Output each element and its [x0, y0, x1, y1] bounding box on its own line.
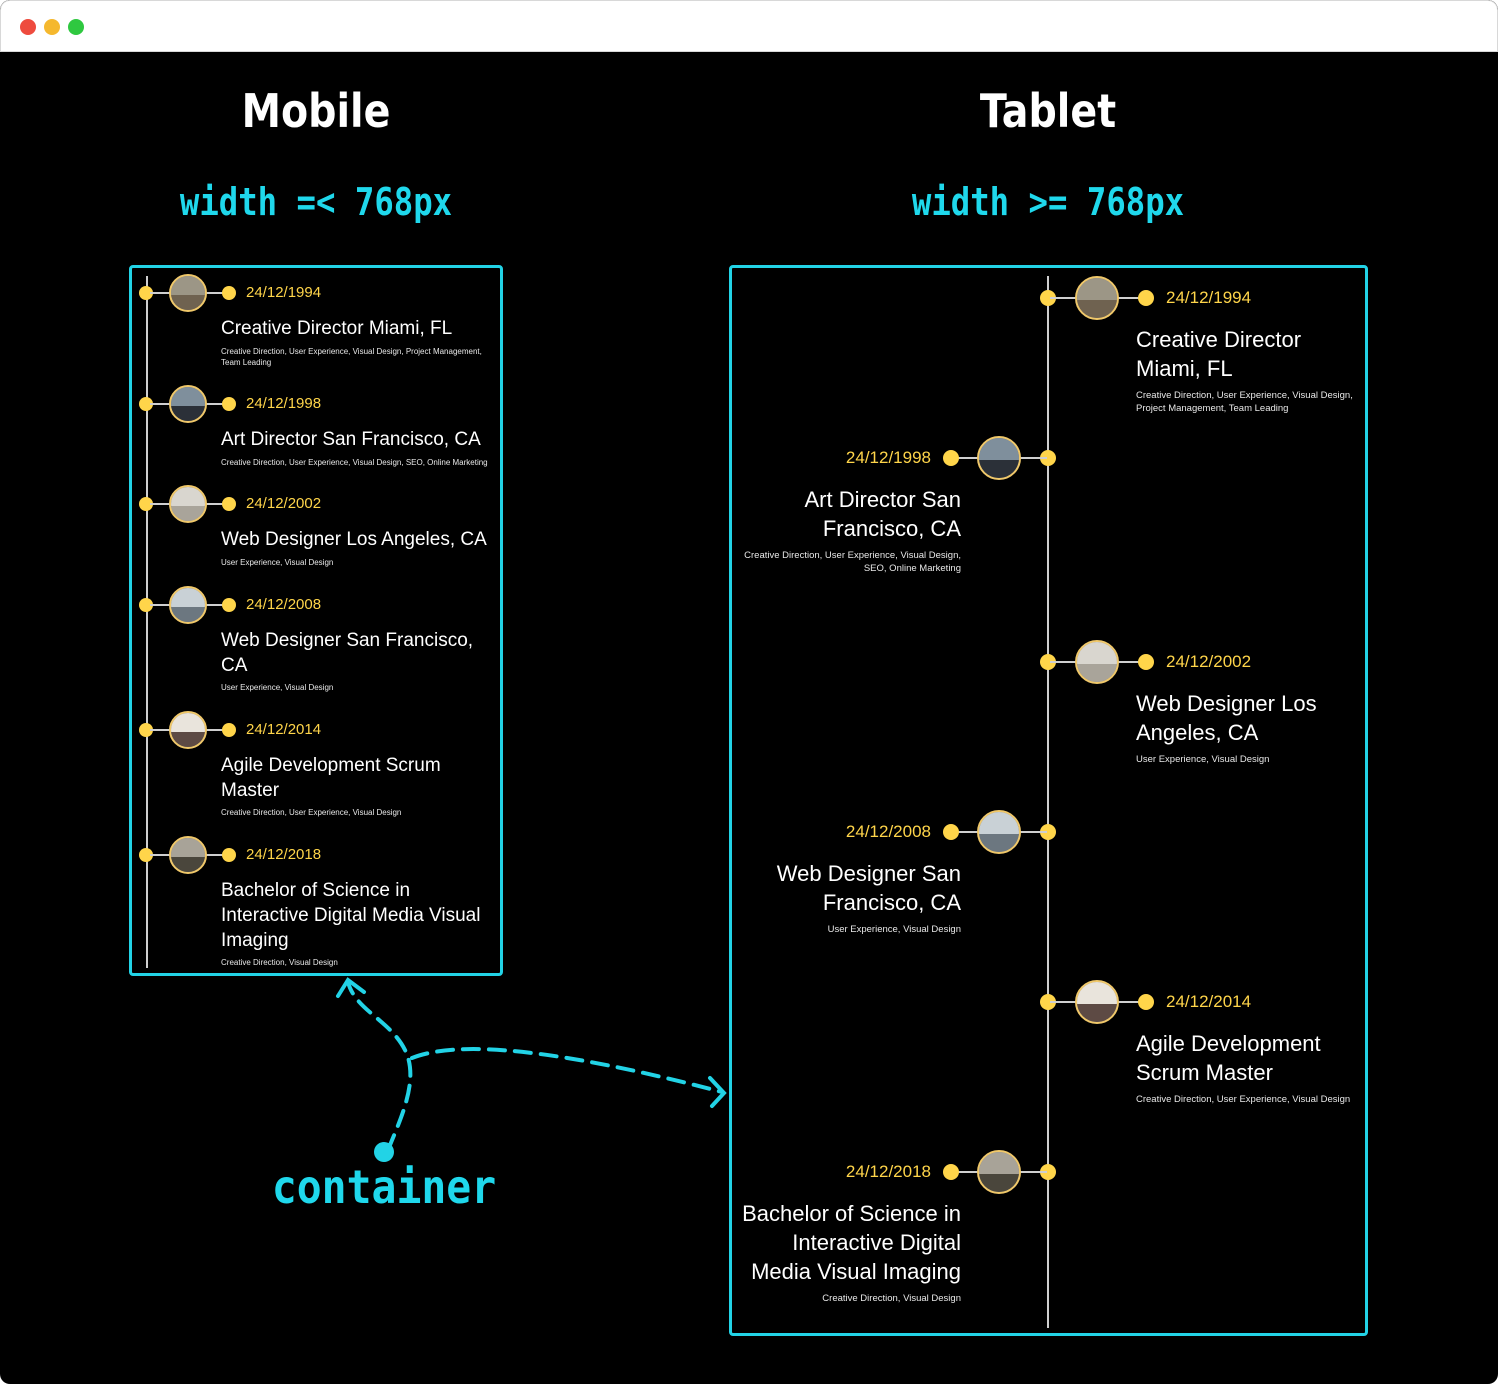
timeline-dot [222, 397, 236, 411]
mobile-heading: Mobile [241, 84, 391, 138]
item-description: User Experience, Visual Design [221, 683, 334, 692]
item-description: Creative Direction, User Experience, Vis… [221, 347, 482, 367]
item-date: 24/12/2008 [845, 822, 931, 841]
thumbnail-car-icon [977, 436, 1021, 480]
thumbnail-building-icon [169, 485, 207, 523]
item-title[interactable]: Art Director San Francisco, CA [221, 429, 481, 450]
item-description: Creative Direction, Visual Design [221, 958, 338, 967]
item-date: 24/12/2014 [246, 721, 322, 738]
item-title[interactable]: Web Designer San Francisco, CA [221, 630, 474, 676]
tablet-container [729, 265, 1368, 1336]
thumbnail-fog-icon [1075, 276, 1119, 320]
item-date: 24/12/1998 [845, 448, 931, 467]
timeline-dot [1040, 994, 1056, 1010]
timeline-dot [943, 824, 959, 840]
item-date: 24/12/2002 [246, 495, 322, 512]
item-title[interactable]: Creative Director Miami, FL [1136, 327, 1302, 381]
arrow-to-mobile [346, 980, 413, 1152]
tablet-breakpoint-label: width >= 768px [911, 180, 1185, 224]
item-title[interactable]: Bachelor of Science in Interactive Digit… [742, 1201, 961, 1284]
item-date: 24/12/2014 [1166, 992, 1252, 1011]
zoom-window-button[interactable] [68, 19, 84, 35]
timeline-dot [1040, 1164, 1056, 1180]
timeline-dot [1138, 290, 1154, 306]
timeline-dot [139, 497, 153, 511]
close-window-button[interactable] [20, 19, 36, 35]
thumbnail-sunset-icon [1075, 980, 1119, 1024]
timeline-dot [1040, 654, 1056, 670]
annotation-origin-dot [374, 1142, 394, 1162]
timeline-dot [1138, 994, 1154, 1010]
timeline-dot [1040, 824, 1056, 840]
thumbnail-bay-icon [169, 586, 207, 624]
item-title[interactable]: Web Designer Los Angeles, CA [1136, 691, 1317, 745]
item-description: Creative Direction, User Experience, Vis… [744, 550, 961, 574]
item-date: 24/12/1994 [246, 284, 322, 301]
thumbnail-road-icon [977, 1150, 1021, 1194]
item-description: Creative Direction, User Experience, Vis… [1136, 1094, 1351, 1105]
item-description: User Experience, Visual Design [1136, 754, 1270, 765]
arrow-head-mobile [336, 977, 366, 998]
thumbnail-sunset-icon [169, 711, 207, 749]
item-title[interactable]: Web Designer Los Angeles, CA [221, 529, 487, 550]
item-title[interactable]: Creative Director Miami, FL [221, 318, 453, 339]
timeline-dot [139, 848, 153, 862]
item-description: Creative Direction, User Experience, Vis… [221, 458, 488, 467]
item-date: 24/12/2018 [246, 846, 322, 863]
timeline-dot [1138, 654, 1154, 670]
arrow-head-tablet [708, 1076, 727, 1108]
timeline-dot [943, 1164, 959, 1180]
timeline-dot [139, 286, 153, 300]
timeline-dot [222, 598, 236, 612]
timeline-dot [1040, 290, 1056, 306]
mobile-timeline-line [146, 276, 148, 968]
item-description: Creative Direction, Visual Design [822, 1293, 961, 1304]
item-title[interactable]: Bachelor of Science in Interactive Digit… [221, 880, 481, 951]
timeline-dot [222, 286, 236, 300]
thumbnail-fog-icon [169, 274, 207, 312]
timeline-dot [222, 497, 236, 511]
item-title[interactable]: Web Designer San Francisco, CA [776, 861, 961, 915]
thumbnail-car-icon [169, 385, 207, 423]
item-description: User Experience, Visual Design [827, 924, 961, 935]
timeline-dot [222, 848, 236, 862]
item-title[interactable]: Art Director San Francisco, CA [804, 487, 962, 541]
timeline-dot [943, 450, 959, 466]
item-title[interactable]: Agile Development Scrum Master [221, 755, 441, 801]
thumbnail-bay-icon [977, 810, 1021, 854]
minimize-window-button[interactable] [44, 19, 60, 35]
mobile-breakpoint-label: width =< 768px [179, 180, 453, 224]
item-description: Creative Direction, User Experience, Vis… [1136, 390, 1353, 414]
thumbnail-building-icon [1075, 640, 1119, 684]
item-date: 24/12/2002 [1166, 652, 1252, 671]
arrow-to-tablet [410, 1047, 724, 1094]
tablet-heading: Tablet [979, 84, 1117, 138]
timeline-dot [139, 598, 153, 612]
timeline-dot [139, 397, 153, 411]
item-title[interactable]: Agile Development Scrum Master [1136, 1031, 1321, 1085]
item-description: User Experience, Visual Design [221, 558, 334, 567]
tablet-timeline-line [1047, 276, 1049, 1328]
item-date: 24/12/2008 [246, 596, 322, 613]
container-label: container [271, 1160, 497, 1214]
timeline-dot [1040, 450, 1056, 466]
window-titlebar [0, 0, 1498, 52]
thumbnail-road-icon [169, 836, 207, 874]
item-date: 24/12/1994 [1166, 288, 1252, 307]
item-description: Creative Direction, User Experience, Vis… [221, 808, 402, 817]
mobile-container [129, 265, 503, 976]
timeline-dot [139, 723, 153, 737]
timeline-dot [222, 723, 236, 737]
item-date: 24/12/2018 [845, 1162, 931, 1181]
item-date: 24/12/1998 [246, 395, 322, 412]
